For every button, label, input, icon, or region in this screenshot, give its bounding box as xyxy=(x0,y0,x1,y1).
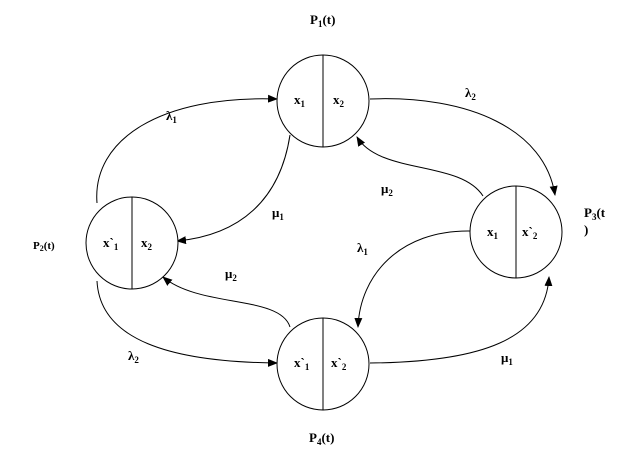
edge-p3-to-p4 xyxy=(354,230,471,328)
edge-p3-to-p1 xyxy=(356,136,484,197)
rate-p1-to-p2: μ1 xyxy=(272,205,284,222)
state-p3-label-wrap: ) xyxy=(584,222,588,237)
state-p2-right: x2 xyxy=(141,235,153,252)
state-p3-right: x`2 xyxy=(522,224,538,241)
state-p4-label: P4(t) xyxy=(309,430,334,447)
state-p1-label: P1(t) xyxy=(310,12,335,29)
state-p2-left: x`1 xyxy=(103,235,119,252)
state-p3-left: x1 xyxy=(487,224,499,241)
edge-p1-to-p3 xyxy=(369,98,558,196)
state-p4-right: x`2 xyxy=(331,355,347,372)
edge-p2-to-p1 xyxy=(96,94,278,204)
rate-p2-to-p1: λ1 xyxy=(166,108,177,125)
edge-p2-to-p4 xyxy=(96,280,278,367)
state-p3: x1 x`2 xyxy=(469,185,563,279)
state-p4-left: x`1 xyxy=(294,355,310,372)
rate-p2-to-p4: λ2 xyxy=(128,348,139,365)
rate-p4-to-p2: μ2 xyxy=(225,266,237,283)
state-p4: x`1 x`2 xyxy=(276,317,370,411)
state-p1-right: x2 xyxy=(333,92,345,109)
rate-p3-to-p1: μ2 xyxy=(381,181,393,198)
state-p2: x`1 x2 xyxy=(85,196,179,290)
edge-p4-to-p3 xyxy=(369,276,553,364)
state-p2-label: P2(t) xyxy=(33,240,55,253)
edge-p1-to-p2 xyxy=(176,134,291,245)
state-p3-label: P3(t xyxy=(584,205,606,222)
rate-p3-to-p4: λ1 xyxy=(357,240,368,257)
state-p1-left: x1 xyxy=(294,92,306,109)
rate-p1-to-p3: λ2 xyxy=(465,85,476,102)
edge-p4-to-p2 xyxy=(162,276,291,328)
rate-p4-to-p3: μ1 xyxy=(501,350,513,367)
state-p1: x1 x2 xyxy=(276,54,370,148)
